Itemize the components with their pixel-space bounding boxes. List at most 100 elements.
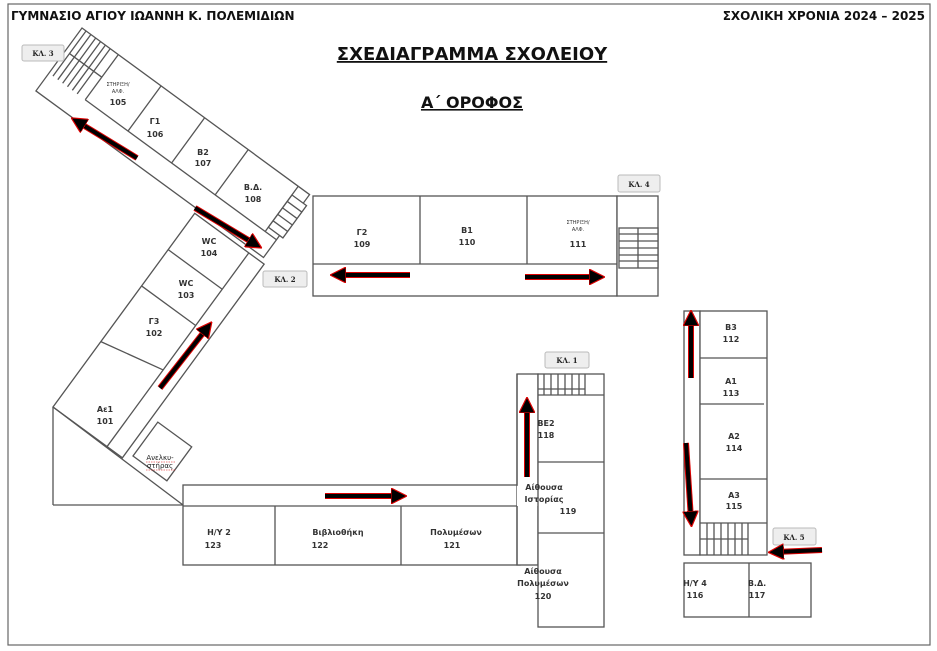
svg-text:Α1: Α1 bbox=[725, 377, 737, 386]
svg-text:Β3: Β3 bbox=[725, 323, 737, 332]
svg-text:102: 102 bbox=[146, 329, 163, 338]
svg-text:ΚΛ. 4: ΚΛ. 4 bbox=[628, 180, 649, 189]
staircase-label-1[interactable]: ΚΛ. 1 bbox=[544, 351, 590, 369]
room-121[interactable]: Πολυμέσων 121 bbox=[430, 527, 482, 550]
svg-text:Α2: Α2 bbox=[728, 432, 740, 441]
svg-text:112: 112 bbox=[723, 335, 740, 344]
elevator-label: Ανελκυ- bbox=[146, 454, 174, 462]
svg-text:103: 103 bbox=[178, 291, 195, 300]
wing-upper-left bbox=[35, 27, 311, 259]
room-105[interactable]: ΣΤΗΡΙΞΗ/ΑΛΦ. 105 bbox=[106, 82, 129, 107]
svg-text:117: 117 bbox=[749, 591, 766, 600]
direction-arrow-icon bbox=[193, 206, 255, 244]
svg-text:Β2: Β2 bbox=[197, 148, 209, 157]
svg-text:ΚΛ. 3: ΚΛ. 3 bbox=[32, 49, 53, 58]
floor-title: Α΄ ΟΡΟΦΟΣ bbox=[421, 93, 523, 112]
svg-text:104: 104 bbox=[201, 249, 218, 258]
room-111[interactable]: ΣΤΗΡΙΞΗ/ΑΛΦ. 111 bbox=[566, 220, 589, 249]
room-116[interactable]: Η/Υ 4 116 bbox=[683, 579, 707, 600]
svg-text:122: 122 bbox=[312, 541, 329, 550]
stairs-2-icon bbox=[267, 194, 308, 239]
svg-text:110: 110 bbox=[459, 238, 476, 247]
svg-text:113: 113 bbox=[723, 389, 740, 398]
svg-text:Α3: Α3 bbox=[728, 491, 740, 500]
svg-text:Γ3: Γ3 bbox=[149, 317, 160, 326]
staircase-label-2[interactable]: ΚΛ. 2 bbox=[262, 270, 308, 288]
svg-text:ΒΕ2: ΒΕ2 bbox=[537, 419, 554, 428]
stairs-5-icon bbox=[700, 523, 749, 555]
staircase-label-4[interactable]: ΚΛ. 4 bbox=[617, 174, 661, 193]
svg-text:Β.Δ.: Β.Δ. bbox=[244, 183, 262, 192]
svg-text:119: 119 bbox=[560, 507, 577, 516]
svg-text:109: 109 bbox=[354, 240, 371, 249]
svg-text:Πολυμέσων: Πολυμέσων bbox=[430, 527, 482, 537]
svg-text:101: 101 bbox=[97, 417, 114, 426]
svg-text:107: 107 bbox=[195, 159, 212, 168]
wing-right bbox=[683, 310, 812, 618]
school-year: ΣΧΟΛΙΚΗ ΧΡΟΝΙΑ 2024 – 2025 bbox=[723, 9, 925, 23]
svg-text:Αίθουσα: Αίθουσα bbox=[525, 482, 563, 492]
svg-text:121: 121 bbox=[444, 541, 461, 550]
direction-arrow-icon bbox=[686, 442, 691, 519]
svg-text:ΑΛΦ.: ΑΛΦ. bbox=[572, 227, 585, 233]
svg-text:Αε1: Αε1 bbox=[97, 405, 114, 414]
svg-text:ΣΤΗΡΙΞΗ/: ΣΤΗΡΙΞΗ/ bbox=[106, 82, 129, 88]
svg-text:ΚΛ. 2: ΚΛ. 2 bbox=[274, 275, 295, 284]
svg-text:ΚΛ. 5: ΚΛ. 5 bbox=[783, 533, 804, 542]
svg-text:116: 116 bbox=[687, 591, 704, 600]
svg-text:123: 123 bbox=[205, 541, 222, 550]
svg-text:Αίθουσα: Αίθουσα bbox=[524, 566, 562, 576]
direction-arrow-icon bbox=[78, 122, 139, 160]
wing-middle bbox=[312, 195, 659, 297]
svg-text:120: 120 bbox=[535, 592, 552, 601]
svg-text:105: 105 bbox=[110, 98, 127, 107]
direction-arrow-icon bbox=[776, 550, 823, 552]
svg-text:Γ2: Γ2 bbox=[357, 228, 368, 237]
stairs-3-icon bbox=[52, 30, 119, 101]
svg-text:Βιβλιοθήκη: Βιβλιοθήκη bbox=[312, 528, 363, 537]
staircase-label-3[interactable]: ΚΛ. 3 bbox=[21, 44, 65, 62]
svg-text:ΚΛ. 1: ΚΛ. 1 bbox=[556, 356, 577, 365]
svg-text:106: 106 bbox=[147, 130, 164, 139]
direction-arrow-icon bbox=[158, 328, 207, 390]
svg-text:Ιστορίας: Ιστορίας bbox=[525, 494, 564, 504]
room-117[interactable]: Β.Δ.117 bbox=[748, 579, 766, 600]
svg-text:Πολυμέσων: Πολυμέσων bbox=[517, 578, 569, 588]
elevator[interactable] bbox=[132, 421, 193, 482]
page-frame bbox=[7, 3, 931, 646]
svg-text:Η/Υ 4: Η/Υ 4 bbox=[683, 579, 707, 588]
svg-text:στήρας: στήρας bbox=[147, 462, 173, 470]
svg-text:114: 114 bbox=[726, 444, 743, 453]
svg-text:Γ1: Γ1 bbox=[150, 117, 161, 126]
staircase-label-5[interactable]: ΚΛ. 5 bbox=[772, 527, 817, 546]
svg-text:108: 108 bbox=[245, 195, 262, 204]
direction-arrows bbox=[78, 122, 823, 552]
room-108[interactable]: Β.Δ. 108 bbox=[244, 183, 262, 204]
svg-text:118: 118 bbox=[538, 431, 555, 440]
school-name: ΓΥΜΝΑΣΙΟ ΑΓΙΟΥ ΙΩΑΝΝΗ Κ. ΠΟΛΕΜΙΔΙΩΝ bbox=[11, 9, 295, 23]
svg-text:Β1: Β1 bbox=[461, 226, 473, 235]
svg-text:111: 111 bbox=[570, 240, 587, 249]
svg-text:ΑΛΦ.: ΑΛΦ. bbox=[112, 89, 125, 95]
stairs-4-icon bbox=[618, 227, 659, 269]
svg-text:ΣΤΗΡΙΞΗ/: ΣΤΗΡΙΞΗ/ bbox=[566, 220, 589, 226]
room-122[interactable]: Βιβλιοθήκη 122 bbox=[312, 528, 364, 550]
